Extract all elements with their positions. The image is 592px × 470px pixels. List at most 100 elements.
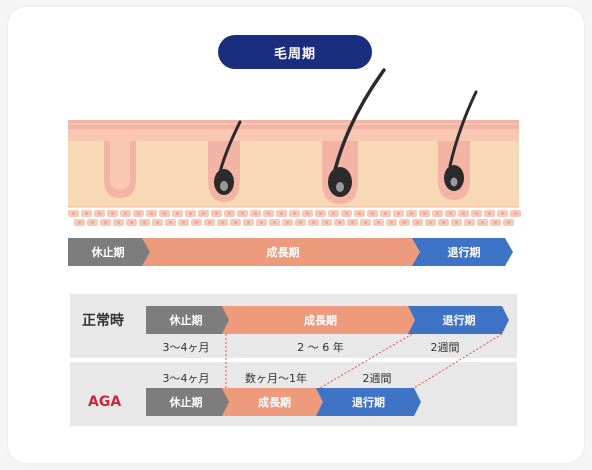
cell-nucleus <box>377 221 380 224</box>
normal-regress-arrow <box>408 306 509 334</box>
cell-nucleus <box>150 212 153 215</box>
cell-nucleus <box>202 212 205 215</box>
cell-nucleus <box>371 212 374 215</box>
cell-nucleus <box>455 221 458 224</box>
cell-nucleus <box>208 221 211 224</box>
cell-nucleus <box>267 212 270 215</box>
cell-nucleus <box>156 221 159 224</box>
cell-nucleus <box>488 212 491 215</box>
aga-regress-duration: 2週間 <box>362 372 392 385</box>
cell-nucleus <box>163 212 166 215</box>
cell-nucleus <box>117 221 120 224</box>
normal-growth-arrow <box>222 306 419 334</box>
aga-regress-label: 退行期 <box>352 396 385 409</box>
normal-rest-label: 休止期 <box>169 314 203 327</box>
normal-regress-duration: 2週間 <box>430 341 460 354</box>
follicle-growing-small <box>208 120 242 202</box>
cell-nucleus <box>280 212 283 215</box>
hair-strand-icon <box>218 120 242 174</box>
cell-nucleus <box>241 212 244 215</box>
normal-rest-arrow <box>146 306 233 334</box>
cell-nucleus <box>384 212 387 215</box>
cell-nucleus <box>228 212 231 215</box>
cell-nucleus <box>124 212 127 215</box>
follicle-rest <box>104 141 136 198</box>
cell-nucleus <box>176 212 179 215</box>
cell-nucleus <box>390 221 393 224</box>
cell-nucleus <box>468 221 471 224</box>
cell-nucleus <box>481 221 484 224</box>
cell-nucleus <box>247 221 250 224</box>
aga-row-label: AGA <box>88 394 122 410</box>
aga-growth-label: 成長期 <box>258 396 291 409</box>
cell-nucleus <box>501 212 504 215</box>
hair-strand-icon <box>448 90 478 168</box>
cell-nucleus <box>449 212 452 215</box>
normal-growth-duration: 2 〜 6 年 <box>297 341 344 354</box>
cell-nucleus <box>260 221 263 224</box>
cell-nucleus <box>429 221 432 224</box>
cell-nucleus <box>462 212 465 215</box>
normal-regress-label: 退行期 <box>442 314 476 327</box>
title-badge: 毛周期 <box>218 35 372 69</box>
cell-nucleus <box>319 212 322 215</box>
cell-nucleus <box>312 221 315 224</box>
cell-nucleus <box>299 221 302 224</box>
cell-nucleus <box>286 221 289 224</box>
cell-nucleus <box>364 221 367 224</box>
cell-nucleus <box>169 221 172 224</box>
connector-regress <box>413 333 503 389</box>
cell-nucleus <box>137 212 140 215</box>
cell-nucleus <box>195 221 198 224</box>
top-rest-arrow <box>68 238 156 266</box>
cell-nucleus <box>78 221 81 224</box>
connector-growth <box>319 333 413 389</box>
cell-nucleus <box>215 212 218 215</box>
aga-rest-arrow <box>146 388 233 416</box>
cell-nucleus <box>306 212 309 215</box>
cell-nucleus <box>338 221 341 224</box>
cell-nucleus <box>293 212 296 215</box>
cell-nucleus <box>358 212 361 215</box>
normal-growth-label: 成長期 <box>304 314 337 327</box>
cell-nucleus <box>345 212 348 215</box>
top-rest-label: 休止期 <box>91 246 125 259</box>
cell-nucleus <box>410 212 413 215</box>
cell-nucleus <box>436 212 439 215</box>
cell-nucleus <box>254 212 257 215</box>
cell-nucleus <box>91 221 94 224</box>
cell-nucleus <box>397 212 400 215</box>
cell-nucleus <box>111 212 114 215</box>
normal-row-label: 正常時 <box>82 313 124 329</box>
cell-nucleus <box>494 221 497 224</box>
cell-nucleus <box>234 221 237 224</box>
follicle-regressing <box>438 90 478 200</box>
cell-nucleus <box>514 212 517 215</box>
cell-nucleus <box>221 221 224 224</box>
top-regress-arrow <box>412 238 513 266</box>
cell-nucleus <box>442 221 445 224</box>
cell-nucleus <box>130 221 133 224</box>
aga-rest-duration: 3〜4ヶ月 <box>162 372 210 385</box>
hair-strand-icon <box>333 68 386 172</box>
follicle-growing-large <box>322 68 386 204</box>
cell-nucleus <box>85 212 88 215</box>
aga-rest-label: 休止期 <box>169 396 203 409</box>
top-growth-label: 成長期 <box>266 246 300 259</box>
cell-nucleus <box>507 221 510 224</box>
cell-nucleus <box>72 212 75 215</box>
aga-regress-arrow <box>316 388 421 416</box>
top-growth-arrow <box>142 238 424 266</box>
cell-nucleus <box>332 212 335 215</box>
cell-nucleus <box>403 221 406 224</box>
cell-nucleus <box>423 212 426 215</box>
aga-growth-duration: 数ヶ月〜1年 <box>245 372 307 385</box>
cell-nucleus <box>325 221 328 224</box>
normal-rest-duration: 3〜4ヶ月 <box>162 341 210 354</box>
cell-nucleus <box>98 212 101 215</box>
aga-growth-arrow <box>222 388 327 416</box>
cell-nucleus <box>416 221 419 224</box>
cell-nucleus <box>273 221 276 224</box>
cell-nucleus <box>189 212 192 215</box>
